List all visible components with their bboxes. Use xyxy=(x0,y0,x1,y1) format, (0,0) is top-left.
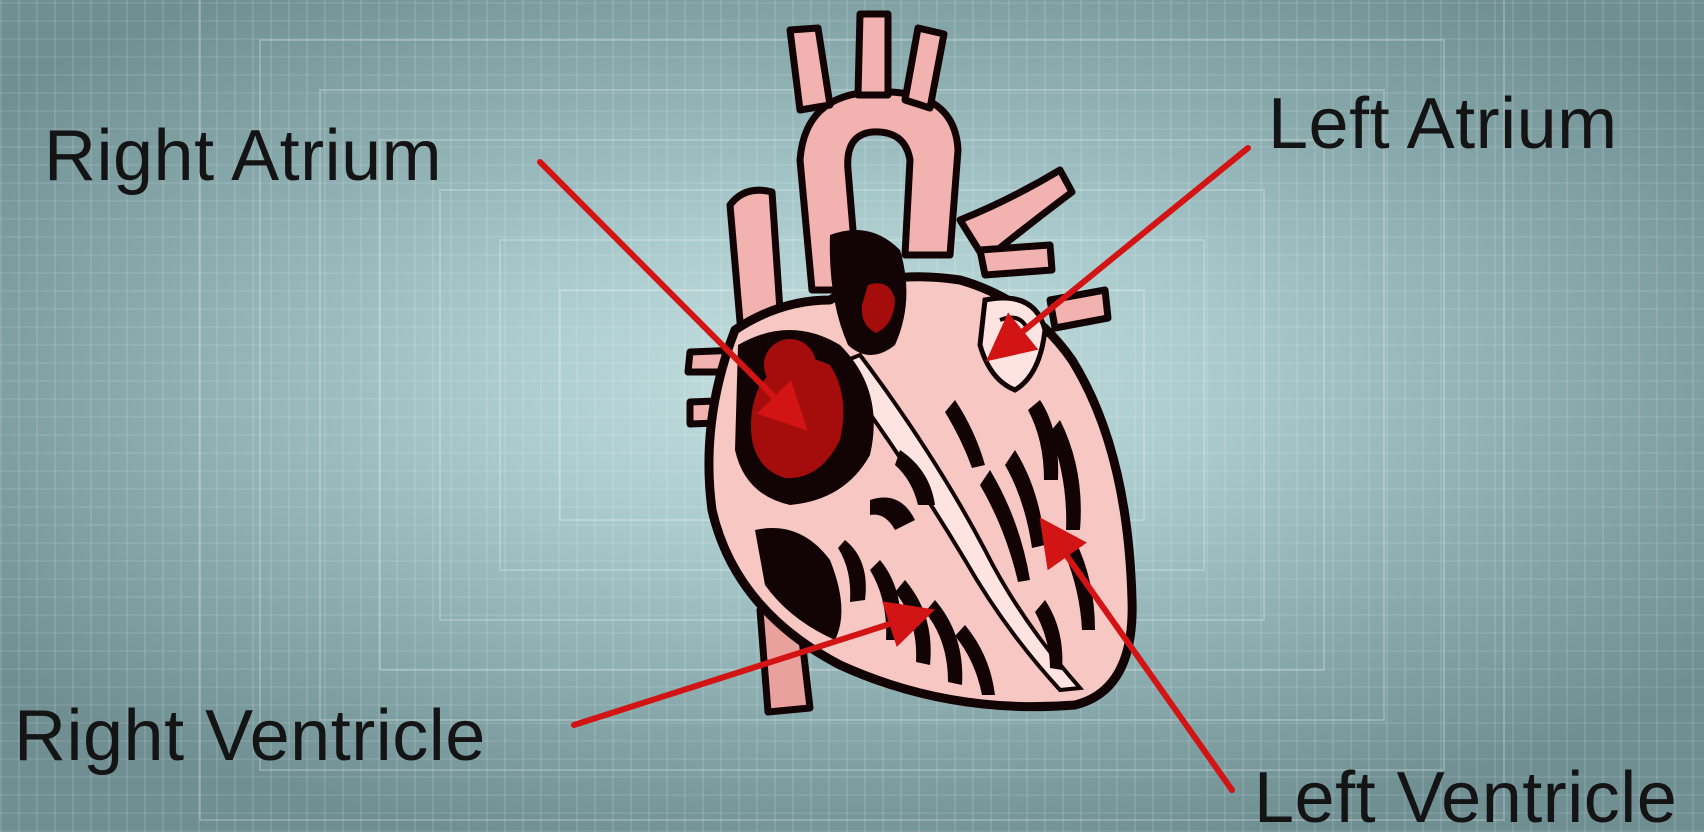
label-right-ventricle: Right Ventricle xyxy=(14,700,486,772)
label-left-atrium: Left Atrium xyxy=(1268,88,1618,160)
label-left-ventricle: Left Ventricle xyxy=(1254,762,1677,832)
label-right-atrium: Right Atrium xyxy=(44,120,442,192)
